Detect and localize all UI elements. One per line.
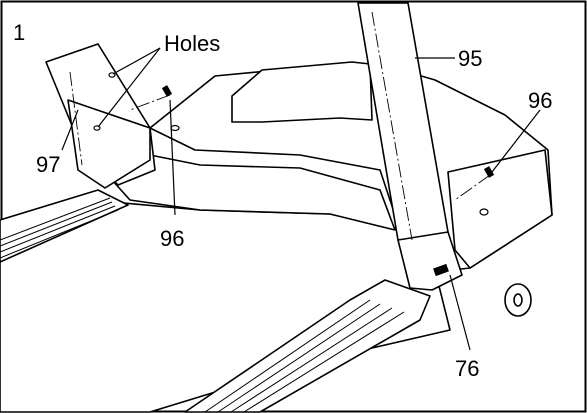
hood-side-panel: [447, 149, 553, 269]
leader-lines: [61, 47, 541, 351]
step-number: 1: [13, 20, 26, 45]
callout-96-right: 96: [528, 88, 553, 113]
callout-95: 95: [458, 46, 483, 71]
callout-97: 97: [36, 152, 61, 177]
wheel-hub: [513, 293, 523, 307]
centerlines: [69, 11, 491, 241]
part-76-clip: [433, 263, 449, 277]
hole-frame-left: [170, 124, 180, 132]
bolts: [161, 85, 495, 178]
right-foot-rail: [184, 279, 431, 413]
bolt-left: [161, 85, 173, 97]
hole-frame-right: [479, 208, 489, 216]
right-upright-base: [397, 231, 463, 291]
left-upright-bracket: [67, 99, 151, 189]
bolt-right: [483, 166, 495, 178]
front-crossbar: [111, 154, 396, 231]
hood-top-panel: [231, 61, 373, 123]
callout-holes: Holes: [164, 31, 221, 56]
rail-treads: [0, 197, 405, 413]
callout-96-left: 96: [160, 226, 185, 251]
callout-76: 76: [455, 356, 480, 381]
